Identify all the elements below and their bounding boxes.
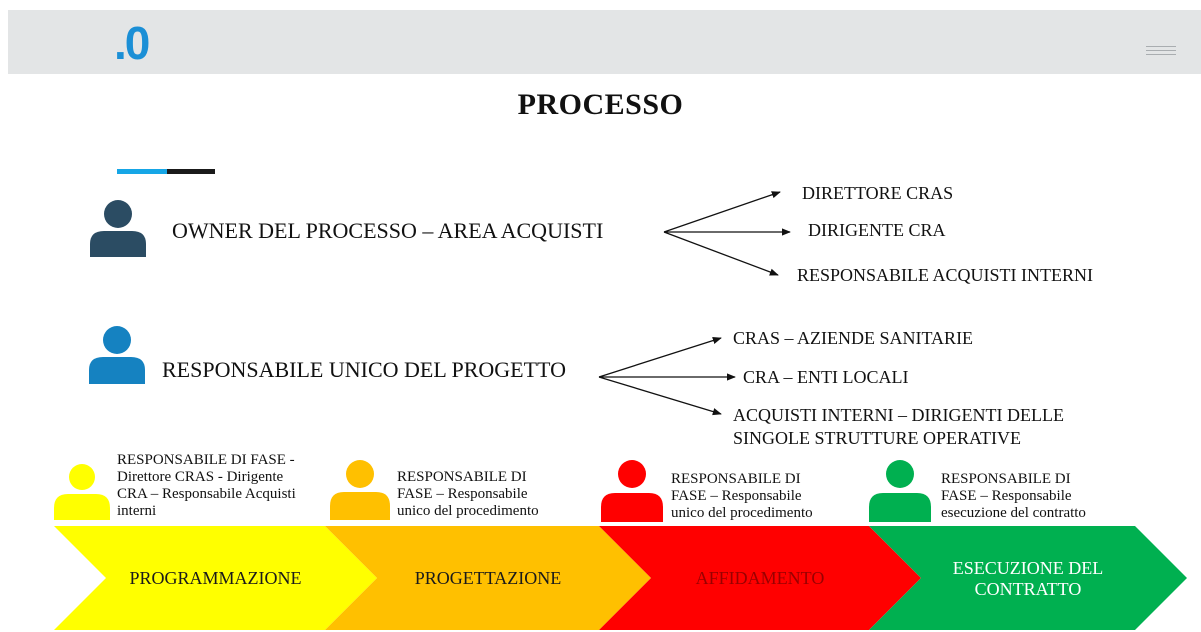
phase-chevron-programmazione [54, 526, 377, 630]
title-underline-blue [117, 169, 167, 174]
phase-person-icon-2 [330, 460, 390, 520]
rup-arrow-1 [598, 337, 722, 378]
owner-arrow-1 [663, 191, 781, 233]
phase-person-icon-1 [54, 464, 110, 520]
rup-target-1: CRAS – AZIENDE SANITARIE [733, 328, 974, 348]
phase-3-label: AFFIDAMENTO [695, 568, 825, 588]
phase-person-icon-4 [869, 460, 931, 522]
phase-chevron-progettazione [325, 526, 651, 630]
rup-target-3b: SINGOLE STRUTTURE OPERATIVE [733, 428, 1021, 448]
owner-arrow-3 [663, 231, 779, 276]
rup-target-3a: ACQUISTI INTERNI – DIRIGENTI DELLE [733, 405, 1064, 425]
phase-chevron-affidamento [599, 526, 921, 630]
phase-2-label: PROGETTAZIONE [414, 568, 562, 588]
title-underline-dark [167, 169, 215, 174]
phase-person-icon-3 [601, 460, 663, 522]
page-title: PROCESSO [517, 88, 684, 121]
phase-1-responsible: RESPONSABILE DI FASE -Direttore CRAS - D… [117, 452, 296, 519]
owner-target-3: RESPONSABILE ACQUISTI INTERNI [797, 265, 1094, 285]
rup-label: RESPONSABILE UNICO DEL PROGETTO [162, 357, 566, 382]
owner-person-icon [90, 200, 146, 257]
top-bar: .0 [8, 10, 1201, 74]
phase-chevron-esecuzione [869, 526, 1187, 630]
logo[interactable]: .0 [114, 17, 150, 69]
rup-person-icon [89, 326, 145, 384]
hamburger-icon[interactable] [1146, 46, 1176, 58]
owner-target-2: DIRIGENTE CRA [808, 220, 946, 240]
owner-target-1: DIRETTORE CRAS [802, 183, 954, 203]
owner-label: OWNER DEL PROCESSO – AREA ACQUISTI [172, 218, 604, 243]
rup-arrow-3 [598, 376, 722, 416]
phase-1-label: PROGRAMMAZIONE [129, 568, 302, 588]
rup-target-2: CRA – ENTI LOCALI [743, 367, 909, 387]
